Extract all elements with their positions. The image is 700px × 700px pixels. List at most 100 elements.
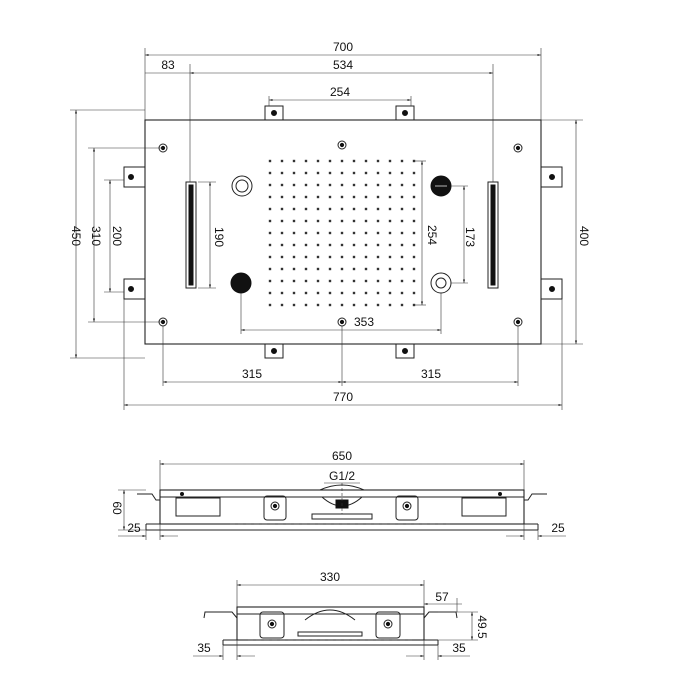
nozzle (280, 267, 284, 271)
nozzle (268, 207, 272, 211)
nozzle (400, 291, 404, 295)
nozzle (304, 291, 308, 295)
dim-thread: G1/2 (329, 469, 355, 483)
dim-front-height: 60 (110, 501, 124, 515)
nozzle (268, 171, 272, 175)
nozzle (388, 219, 392, 223)
nozzle (316, 255, 320, 259)
dim-inner-width: 534 (333, 58, 353, 72)
nozzle (316, 159, 320, 163)
nozzle (352, 195, 356, 199)
nozzle (340, 303, 344, 307)
nozzle (292, 183, 296, 187)
nozzle (340, 243, 344, 247)
side-bracket-right-bottom (540, 278, 563, 300)
nozzle (268, 291, 272, 295)
nozzle (304, 231, 308, 235)
nozzle (400, 219, 404, 223)
bottom-bracket-left (264, 343, 284, 359)
nozzle (376, 219, 380, 223)
front-view: 650 G1/2 60 25 25 (110, 449, 566, 540)
nozzle (328, 267, 332, 271)
nozzle (292, 243, 296, 247)
nozzle (352, 267, 356, 271)
dim-side-right: 35 (452, 641, 466, 655)
dim-nozzle-grid-width: 353 (354, 315, 374, 329)
nozzle (304, 207, 308, 211)
nozzle (328, 195, 332, 199)
nozzle (352, 291, 356, 295)
nozzle (388, 183, 392, 187)
nozzle (340, 279, 344, 283)
nozzle (316, 219, 320, 223)
nozzle (328, 279, 332, 283)
side-bracket-left-bottom (123, 278, 146, 300)
nozzle (340, 291, 344, 295)
nozzle (376, 243, 380, 247)
front-clip-left (263, 495, 287, 521)
nozzle (400, 183, 404, 187)
nozzle (268, 255, 272, 259)
nozzle (376, 291, 380, 295)
nozzle (328, 171, 332, 175)
nozzle (328, 255, 332, 259)
nozzle (304, 159, 308, 163)
nozzle (364, 195, 368, 199)
nozzle (304, 171, 308, 175)
dim-side-offset: 57 (435, 590, 449, 604)
nozzle (364, 219, 368, 223)
nozzle (400, 159, 404, 163)
nozzle (292, 231, 296, 235)
nozzle (388, 171, 392, 175)
nozzle (352, 303, 356, 307)
nozzle (316, 243, 320, 247)
nozzle (280, 183, 284, 187)
nozzle (364, 231, 368, 235)
nozzle (400, 255, 404, 259)
nozzle (280, 255, 284, 259)
nozzle (340, 267, 344, 271)
nozzle (376, 279, 380, 283)
front-clip-right (395, 495, 419, 521)
dim-side-width: 330 (320, 570, 340, 584)
nozzle (280, 303, 284, 307)
nozzle (316, 267, 320, 271)
nozzle (340, 183, 344, 187)
nozzle (412, 291, 416, 295)
nozzle (292, 195, 296, 199)
dim-side-left: 35 (197, 641, 211, 655)
nozzle (316, 171, 320, 175)
nozzle (376, 207, 380, 211)
nozzle (316, 303, 320, 307)
nozzle (268, 267, 272, 271)
dim-height-outer: 450 (69, 226, 83, 246)
nozzle (364, 255, 368, 259)
nozzle (280, 207, 284, 211)
nozzle (280, 159, 284, 163)
nozzle (292, 303, 296, 307)
nozzle (316, 195, 320, 199)
nozzle (364, 291, 368, 295)
nozzle (268, 195, 272, 199)
nozzle (388, 195, 392, 199)
nozzle (280, 243, 284, 247)
light-strip-left (185, 181, 197, 289)
dim-front-width: 650 (332, 449, 352, 463)
side-clip-right (375, 611, 401, 639)
dim-knob-spacing: 173 (463, 227, 477, 247)
dim-height-mid: 310 (89, 226, 103, 246)
nozzle (352, 243, 356, 247)
dim-light-strip-length: 190 (212, 227, 226, 247)
nozzle (316, 183, 320, 187)
nozzle (412, 219, 416, 223)
nozzle (388, 291, 392, 295)
nozzle (328, 183, 332, 187)
nozzle (376, 255, 380, 259)
nozzle (328, 207, 332, 211)
nozzle (352, 171, 356, 175)
nozzle (412, 231, 416, 235)
nozzle (412, 243, 416, 247)
nozzle (268, 159, 272, 163)
nozzle (352, 207, 356, 211)
nozzle (268, 243, 272, 247)
